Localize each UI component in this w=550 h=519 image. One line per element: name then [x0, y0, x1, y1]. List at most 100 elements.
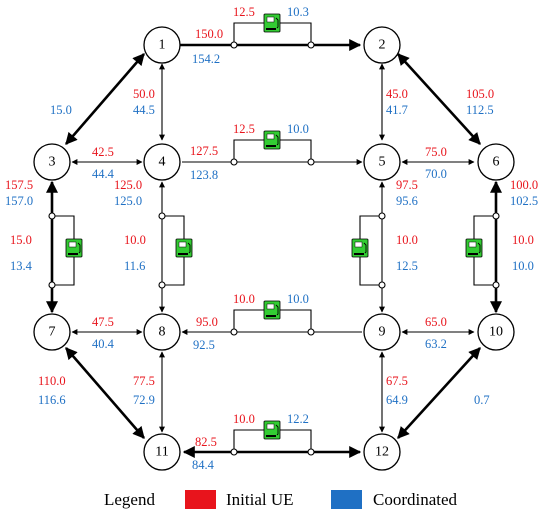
flow-coordinated-8-11: 72.9: [133, 393, 155, 407]
flow-initial-8-11: 77.5: [133, 374, 155, 388]
fuel-pump-icon: [263, 13, 281, 33]
flow-coordinated-5-6: 70.0: [425, 167, 447, 181]
flow-coordinated-1-2-cs: 10.3: [287, 5, 309, 19]
flow-coordinated-5-9-cs: 12.5: [396, 259, 418, 273]
flow-initial-11-12-cs: 10.0: [233, 412, 255, 426]
legend-swatch-initial: [185, 490, 216, 509]
flow-initial-11-12: 82.5: [195, 435, 217, 449]
flow-coordinated-5-9: 95.6: [396, 194, 418, 208]
legend-swatch-coordinated: [331, 490, 362, 509]
flow-coordinated-6-10-cs: 10.0: [512, 259, 534, 273]
flow-initial-4-8: 125.0: [114, 178, 142, 192]
fuel-pump-icon: [465, 238, 483, 258]
node-8: 8: [143, 313, 181, 351]
flow-initial-1-2-cs: 12.5: [233, 5, 255, 19]
flow-initial-5-9: 97.5: [396, 178, 418, 192]
flow-coordinated-9-12: 64.9: [386, 393, 408, 407]
flow-initial-9-12: 67.5: [386, 374, 408, 388]
flow-coordinated-11-12-cs: 12.2: [287, 412, 309, 426]
flow-initial-2-5: 45.0: [386, 87, 408, 101]
flow-initial-4-5-cs: 12.5: [233, 122, 255, 136]
nodes: 1 2 3 4 5 6 7 8 9 10 11 12: [33, 26, 515, 471]
fuel-pump-icon: [263, 300, 281, 320]
svg-text:12: 12: [375, 445, 389, 460]
flow-initial-5-6: 75.0: [425, 145, 447, 159]
flow-initial-5-9-cs: 10.0: [396, 233, 418, 247]
node-1: 1: [143, 26, 181, 64]
flow-initial-7-8: 47.5: [92, 315, 114, 329]
flow-coordinated-1-3: 15.0: [50, 103, 72, 117]
flow-initial-6-10: 100.0: [510, 178, 538, 192]
fuel-pump-icon: [263, 420, 281, 440]
svg-text:4: 4: [159, 155, 166, 170]
bypass-4-8: [158, 212, 193, 289]
flow-initial-6-10-cs: 10.0: [512, 233, 534, 247]
bypass-8-9: [230, 300, 315, 336]
flow-coordinated-8-9: 92.5: [193, 338, 215, 352]
bypass-6-10: [465, 212, 500, 289]
flow-initial-4-5: 127.5: [190, 144, 218, 158]
flow-initial-4-8-cs: 10.0: [124, 233, 146, 247]
legend-label-coordinated: Coordinated: [373, 490, 458, 509]
svg-text:5: 5: [379, 155, 386, 170]
flow-initial-7-11: 110.0: [38, 374, 66, 388]
node-5: 5: [363, 143, 401, 181]
flow-coordinated-8-9-cs: 10.0: [287, 292, 309, 306]
svg-text:8: 8: [159, 325, 166, 340]
node-6: 6: [477, 143, 515, 181]
svg-text:3: 3: [49, 155, 56, 170]
svg-text:6: 6: [493, 155, 500, 170]
svg-text:7: 7: [49, 325, 56, 340]
node-9: 9: [363, 313, 401, 351]
flow-initial-8-9-cs: 10.0: [233, 292, 255, 306]
edge-1-3: [65, 53, 145, 145]
flow-initial-9-10: 65.0: [425, 315, 447, 329]
fuel-pump-icon: [263, 130, 281, 150]
legend: Legend Initial UE Coordinated: [104, 490, 458, 509]
flow-initial-8-9: 95.0: [196, 315, 218, 329]
node-4: 4: [143, 143, 181, 181]
node-10: 10: [477, 313, 515, 351]
flow-coordinated-7-8: 40.4: [92, 337, 115, 351]
bypass-3-7: [48, 212, 83, 289]
edge-2-6: [397, 53, 481, 145]
edges: [46, 39, 502, 458]
bypass-1-2: [230, 13, 315, 49]
node-2: 2: [363, 26, 401, 64]
flow-coordinated-3-7: 157.0: [5, 194, 33, 208]
node-11: 11: [143, 433, 181, 471]
legend-title: Legend: [104, 490, 155, 509]
flow-initial-1-2: 150.0: [195, 27, 223, 41]
fuel-pump-icon: [351, 238, 369, 258]
flow-coordinated-4-8-cs: 11.6: [124, 259, 145, 273]
edge-10-12: [397, 347, 481, 439]
flow-coordinated-3-7-cs: 13.4: [10, 259, 33, 273]
flow-coordinated-4-5: 123.8: [190, 168, 218, 182]
flow-coordinated-6-10: 102.5: [510, 194, 538, 208]
flow-coordinated-7-11: 116.6: [38, 393, 66, 407]
flow-coordinated-2-6: 112.5: [466, 103, 494, 117]
fuel-pump-icon: [175, 238, 193, 258]
flow-coordinated-1-4: 44.5: [133, 103, 155, 117]
bypass-5-9: [351, 212, 386, 289]
flow-coordinated-1-2: 154.2: [192, 52, 220, 66]
flow-coordinated-4-8: 125.0: [114, 194, 142, 208]
node-12: 12: [363, 433, 401, 471]
svg-text:11: 11: [155, 445, 168, 460]
svg-text:9: 9: [379, 325, 386, 340]
charging-bypasses: [48, 13, 500, 456]
flow-initial-3-7: 157.5: [5, 178, 33, 192]
node-7: 7: [33, 313, 71, 351]
legend-label-initial: Initial UE: [226, 490, 294, 509]
flow-coordinated-2-5: 41.7: [386, 103, 408, 117]
flow-coordinated-9-10: 63.2: [425, 337, 447, 351]
bypass-4-5: [230, 130, 315, 166]
bypass-11-12: [230, 420, 315, 456]
flow-coordinated-3-4: 44.4: [92, 167, 115, 181]
flow-coordinated-10-12: 0.7: [474, 393, 490, 407]
flow-initial-3-7-cs: 15.0: [10, 233, 32, 247]
svg-text:1: 1: [159, 38, 166, 53]
flow-initial-2-6: 105.0: [466, 87, 494, 101]
edge-7-11: [65, 347, 145, 439]
